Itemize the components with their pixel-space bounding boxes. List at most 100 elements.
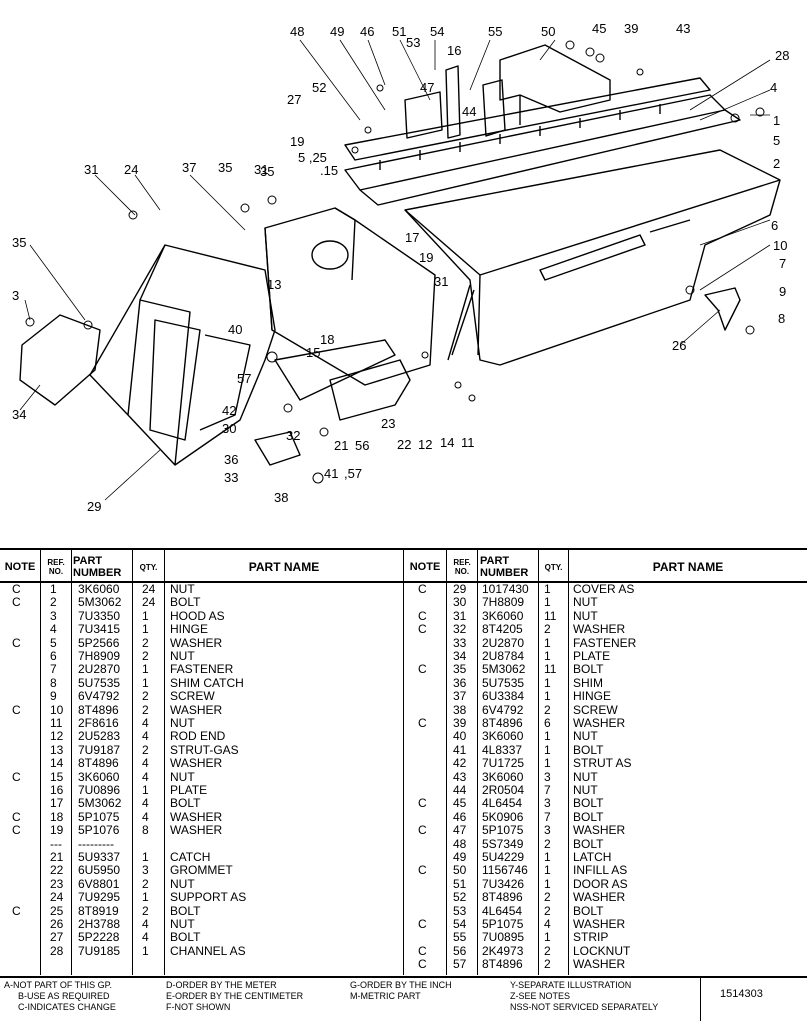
cell-part-name: NUT: [170, 649, 195, 663]
cell-part-name: HINGE: [170, 622, 209, 637]
callout-number: .15: [320, 163, 338, 178]
cell-qty: 1: [544, 742, 551, 757]
cell-part-name: DOOR AS: [573, 876, 628, 891]
cell-qty: 3: [544, 796, 551, 811]
callout-number: 42: [222, 403, 236, 418]
cell-part-number: 7U0896: [78, 783, 121, 797]
callout-number: 11: [461, 435, 475, 450]
cell-qty: 1: [544, 595, 551, 610]
callout-number: 2: [773, 156, 780, 171]
cell-part-number: 8T8919: [78, 903, 119, 918]
cell-part-name: CHANNEL AS: [170, 943, 246, 958]
col-divider: [164, 548, 165, 975]
callout-number: 55: [488, 24, 502, 39]
cell-part-name: COVER AS: [573, 582, 635, 596]
cell-part-name: SCREW: [573, 702, 618, 717]
cell-part-name: BOLT: [573, 796, 604, 811]
cell-part-number: ---------: [78, 836, 114, 851]
cell-part-name: NUT: [573, 608, 598, 623]
cell-part-number: 3K6060: [482, 769, 524, 784]
cell-part-number: 5M3062: [482, 662, 526, 677]
callout-number: 9: [779, 284, 786, 299]
cell-part-name: WASHER: [170, 823, 223, 838]
cell-ref-no: 37: [453, 689, 467, 704]
cell-part-number: 1017430: [482, 582, 529, 596]
callout-number: 24: [124, 162, 138, 177]
cell-ref-no: 12: [50, 729, 64, 744]
cell-part-number: 8T4896: [482, 957, 523, 972]
cell-qty: 4: [142, 716, 149, 730]
cell-part-name: ROD END: [170, 729, 226, 744]
cell-part-name: WASHER: [573, 890, 626, 905]
cell-part-number: 5K0906: [482, 809, 524, 824]
callout-number: 48: [290, 24, 304, 39]
cell-qty: 4: [142, 796, 149, 811]
cell-part-number: 3K6060: [78, 769, 120, 784]
col-divider: [538, 548, 539, 975]
callout-number: 7: [779, 256, 786, 271]
cell-ref-no: 38: [453, 702, 467, 717]
cell-ref-no: 13: [50, 742, 64, 757]
cell-qty: 6: [544, 716, 551, 730]
cell-ref-no: 33: [453, 635, 467, 650]
cell-qty: 2: [142, 876, 149, 891]
cell-part-number: 8T4205: [482, 622, 523, 637]
cell-note: C: [12, 823, 21, 838]
plate: [445, 65, 461, 139]
cell-part-number: 5U7535: [482, 675, 525, 690]
leader-lines: [19, 39, 771, 501]
cell-part-number: 2K4973: [482, 943, 524, 958]
cell-note: C: [418, 622, 427, 637]
cell-ref-no: 19: [50, 823, 64, 838]
cell-ref-no: 34: [453, 649, 467, 663]
cell-part-name: NUT: [170, 917, 195, 931]
cell-qty: 2: [544, 622, 551, 637]
callout-number: 56: [355, 438, 369, 453]
document-number: 1514303: [720, 988, 763, 1000]
callout-number: 30: [222, 421, 236, 436]
cell-part-name: CATCH: [170, 850, 211, 864]
cell-qty: 2: [142, 649, 149, 663]
cell-part-number: 2R0504: [482, 783, 525, 797]
cell-qty: 1: [544, 689, 551, 704]
cell-part-number: 6V8801: [78, 876, 120, 891]
cell-part-name: WASHER: [573, 957, 626, 972]
cell-ref-no: 4: [50, 622, 57, 637]
cell-qty: 1: [142, 675, 149, 690]
callout-number: 12: [418, 437, 432, 452]
fastener-lower: [254, 431, 301, 466]
header-note: NOTE: [4, 561, 36, 573]
cell-part-name: NUT: [573, 769, 598, 784]
cell-qty: 24: [142, 582, 156, 596]
callout-number: 35: [218, 160, 232, 175]
cell-qty: 2: [142, 903, 149, 918]
cell-qty: 1: [142, 850, 149, 864]
callout-number: 14: [440, 435, 454, 450]
legend-c: C-INDICATES CHANGE: [18, 1002, 116, 1012]
cell-part-name: SHIM: [573, 675, 603, 690]
cell-part-number: 5P2228: [78, 930, 120, 945]
cell-part-number: 2U2870: [78, 662, 121, 677]
legend-z: Z-SEE NOTES: [510, 991, 571, 1001]
header-note: NOTE: [409, 561, 441, 573]
cell-ref-no: 31: [453, 608, 467, 623]
cell-note: C: [418, 863, 427, 878]
cell-note: C: [418, 943, 427, 958]
callout-number: 54: [430, 24, 444, 39]
cell-ref-no: 46: [453, 809, 467, 824]
